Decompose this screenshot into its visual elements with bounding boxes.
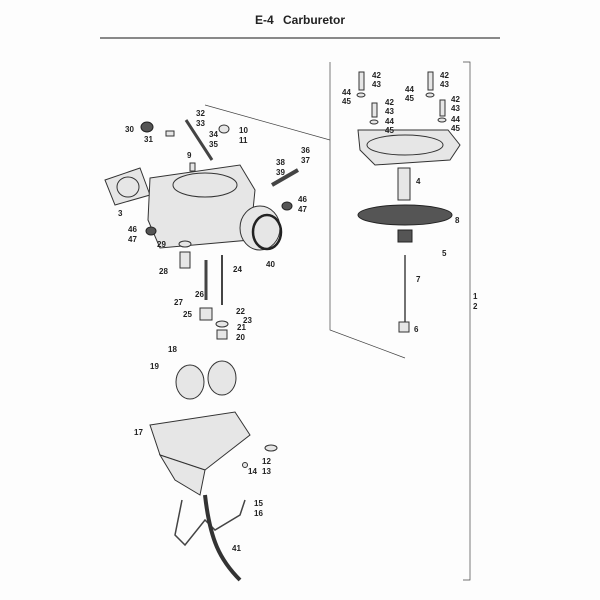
callout: 11	[239, 136, 248, 145]
callout: 8	[455, 216, 460, 225]
callout: 40	[266, 260, 275, 269]
callout: 31	[144, 135, 153, 144]
callout: 42	[385, 98, 394, 107]
diagram-title: E-4 Carburetor	[0, 13, 600, 27]
callout: 6	[414, 325, 419, 334]
callout: 32	[196, 109, 205, 118]
callout: 44	[385, 117, 394, 126]
callout: 19	[150, 362, 159, 371]
callout: 10	[239, 126, 248, 135]
screw	[356, 71, 366, 98]
callout: 36	[301, 146, 310, 155]
screw	[437, 99, 447, 123]
callout: 44	[342, 88, 351, 97]
diaphragm	[357, 204, 453, 226]
callout: 44	[405, 85, 414, 94]
callout: 47	[298, 205, 307, 214]
callout: 23	[243, 316, 252, 325]
top-cover-assembly	[356, 71, 461, 333]
callout: 13	[262, 467, 271, 476]
screw	[369, 102, 379, 125]
callout: 43	[451, 104, 460, 113]
callout: 28	[159, 267, 168, 276]
callout: 12	[262, 457, 271, 466]
callout: 30	[125, 125, 134, 134]
callout: 1	[473, 292, 478, 301]
callout: 42	[451, 95, 460, 104]
float-bowl-assembly	[149, 360, 278, 582]
callout-labels: 42 43 44 45 42 43 44 45 42 43 44 45 42 4…	[118, 71, 478, 553]
callout: 22	[236, 307, 245, 316]
spring	[397, 167, 411, 201]
callout: 4	[416, 177, 421, 186]
callout: 35	[209, 140, 218, 149]
callout: 27	[174, 298, 183, 307]
callout: 3	[118, 209, 123, 218]
callout: 25	[183, 310, 192, 319]
callout: 26	[195, 290, 204, 299]
carburetor-body	[104, 119, 299, 340]
callout: 20	[236, 333, 245, 342]
callout: 21	[237, 323, 246, 332]
callout: 29	[157, 240, 166, 249]
callout: 44	[451, 115, 460, 124]
callout: 45	[385, 126, 394, 135]
callout: 42	[440, 71, 449, 80]
callout: 41	[232, 544, 241, 553]
callout: 45	[342, 97, 351, 106]
callout: 43	[440, 80, 449, 89]
callout: 16	[254, 509, 263, 518]
callout: 45	[405, 94, 414, 103]
callout: 45	[451, 124, 460, 133]
section-code: E-4	[254, 13, 274, 27]
callout: 24	[233, 265, 242, 274]
screw	[425, 71, 435, 98]
callout: 15	[254, 499, 263, 508]
callout: 42	[372, 71, 381, 80]
callout: 17	[134, 428, 143, 437]
callout: 14	[248, 467, 257, 476]
callout: 38	[276, 158, 285, 167]
callout: 39	[276, 168, 285, 177]
callout: 33	[196, 119, 205, 128]
callout: 46	[298, 195, 307, 204]
frame-lines	[100, 37, 500, 581]
callout: 5	[442, 249, 447, 258]
callout: 7	[416, 275, 421, 284]
callout: 43	[372, 80, 381, 89]
callout: 18	[168, 345, 177, 354]
callout: 37	[301, 156, 310, 165]
callout: 43	[385, 107, 394, 116]
callout: 34	[209, 130, 218, 139]
callout: 9	[187, 151, 192, 160]
callout: 2	[473, 302, 478, 311]
callout: 47	[128, 235, 137, 244]
callout: 46	[128, 225, 137, 234]
section-name: Carburetor	[283, 13, 346, 27]
